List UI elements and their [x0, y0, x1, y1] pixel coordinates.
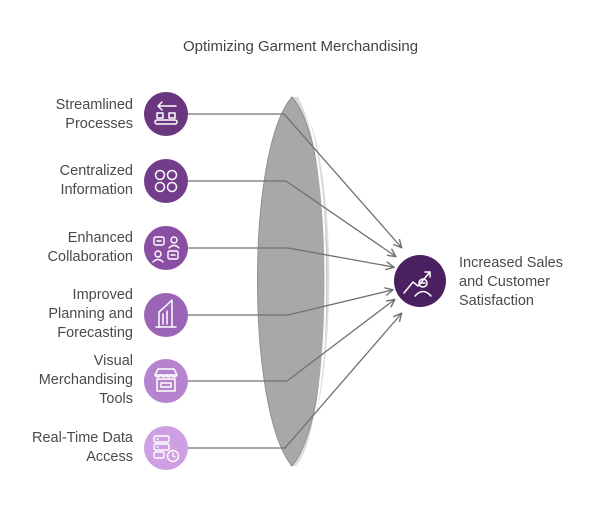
lens-highlight: [299, 98, 327, 465]
icon-badge: [144, 359, 188, 403]
connector-visual: [188, 300, 394, 382]
icon-badge: [144, 226, 188, 270]
icon-badge: [144, 159, 188, 203]
connector-streamlined: [188, 113, 401, 247]
connector-collaboration: [188, 247, 393, 267]
server-clock-icon: [144, 426, 188, 470]
conveyor-icon: [144, 92, 188, 136]
outcome-label: Increased Sales and Customer Satisfactio…: [459, 255, 563, 309]
input-label-enhanced-collaboration: Enhanced Collaboration: [47, 230, 133, 265]
storefront-icon: [144, 359, 188, 403]
input-label-streamlined-processes: Streamlined Processes: [55, 97, 133, 132]
icon-badge: [144, 426, 188, 470]
input-label-visual-merchandising: Visual Merchandising Tools: [38, 353, 133, 407]
connector-centralized: [188, 180, 395, 256]
collaboration-icon: [144, 226, 188, 270]
growth-person-icon: [394, 255, 446, 307]
circles-grid-icon: [144, 159, 188, 203]
connector-planning: [188, 290, 392, 316]
building-chart-icon: [144, 293, 188, 337]
connectors: [188, 113, 401, 449]
diagram-title: Optimizing Garment Merchandising: [182, 38, 419, 55]
icon-badge: [144, 92, 188, 136]
input-label-centralized-information: Centralized Information: [59, 163, 133, 198]
connector-realtime: [188, 314, 401, 449]
icon-badge: [144, 293, 188, 337]
input-label-improved-planning: Improved Planning and Forecasting: [48, 287, 133, 341]
input-label-real-time-data: Real-Time Data Access: [32, 430, 133, 465]
lens: [257, 96, 330, 467]
